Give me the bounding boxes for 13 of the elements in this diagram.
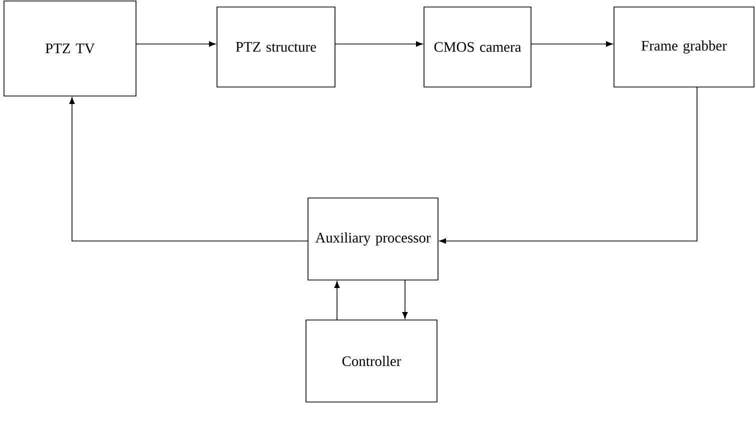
arrow — [439, 86, 698, 244]
arrow — [69, 97, 308, 242]
process-box: PTZ structure — [216, 6, 336, 88]
arrow — [402, 280, 408, 319]
process-box: Frame grabber — [614, 6, 754, 88]
arrow — [136, 41, 216, 47]
arrow — [530, 41, 613, 47]
process-box: Controller — [306, 320, 438, 402]
arrow — [334, 281, 340, 320]
process-box: Auxiliary processor — [308, 198, 438, 280]
process-box: CMOS camera — [424, 6, 532, 88]
arrow — [334, 41, 423, 47]
process-box: PTZ TV — [4, 0, 136, 96]
